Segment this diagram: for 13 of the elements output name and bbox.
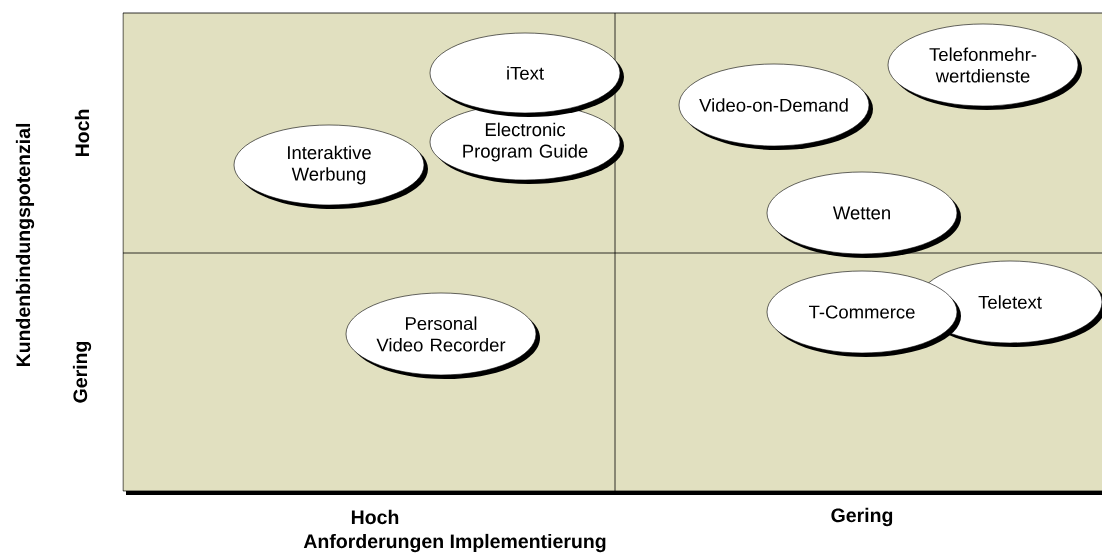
- axis-value-label: Hoch: [74, 109, 90, 157]
- ellipse-bubble: Personal Video Recorder: [345, 292, 540, 379]
- axis-title: Anforderungen Implementierung: [303, 533, 606, 553]
- ellipse-bubble: Wetten: [766, 171, 961, 258]
- axis-value-label: Hoch: [351, 509, 399, 525]
- axis-value-label: Gering: [72, 341, 92, 403]
- axis-title: Kundenbindungspotenzial: [15, 123, 35, 367]
- ellipse-bubble: Interaktive Werbung: [233, 124, 428, 209]
- ellipse-bubble: iText: [429, 32, 624, 117]
- ellipse-bubble: Video-on-Demand: [678, 63, 873, 150]
- ellipse-bubble: Telefonmehr-wertdienste: [887, 23, 1082, 110]
- axis-value-label: Gering: [831, 507, 893, 527]
- ellipse-bubble: T-Commerce: [766, 270, 961, 357]
